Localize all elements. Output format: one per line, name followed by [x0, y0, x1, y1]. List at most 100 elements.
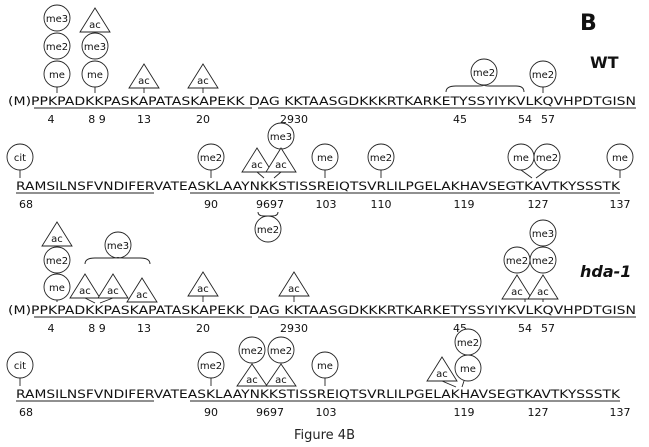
residue-number: 57: [541, 322, 555, 335]
residue-number: 45: [453, 113, 467, 126]
svg-text:me2: me2: [46, 42, 68, 53]
residue-number: 9697: [256, 406, 284, 419]
mark-circle: me2: [238, 336, 266, 364]
svg-text:me2: me2: [370, 153, 392, 164]
mark-triangle: ac: [128, 63, 160, 89]
svg-text:me: me: [49, 283, 65, 294]
residue-number: 137: [610, 198, 631, 211]
svg-text:ac: ac: [136, 290, 148, 301]
mark-triangle: ac: [187, 271, 219, 297]
residue-number: 9697: [256, 198, 284, 211]
mark-triangle: ac: [126, 277, 158, 303]
mark-circle: me2: [503, 246, 531, 274]
svg-text:ac: ac: [79, 286, 91, 297]
residue-number: 137: [610, 406, 631, 419]
residue-number: 8 9: [88, 322, 106, 335]
mark-triangle: ac: [187, 63, 219, 89]
mark-circle: me: [311, 143, 339, 171]
block-label-wt: WT: [590, 53, 619, 72]
range-bracket: [445, 84, 525, 93]
mark-circle: me2: [454, 328, 482, 356]
svg-text:me2: me2: [46, 256, 68, 267]
svg-text:me: me: [612, 153, 628, 164]
residue-numbers: 68 90 9697 103 119 127 137: [19, 406, 631, 419]
residue-number: 13: [137, 322, 151, 335]
mark-triangle: ac: [41, 221, 73, 247]
residue-numbers: 4 8 9 13 20 2930 45 54 57: [48, 113, 556, 126]
mark-triangle: ac: [241, 147, 273, 173]
mark-triangle: ac: [265, 363, 297, 387]
mark-circle: me2: [367, 143, 395, 171]
mark-circle: me2: [529, 60, 557, 88]
residue-number: 54: [518, 113, 532, 126]
residue-number: 127: [528, 406, 549, 419]
svg-text:me: me: [87, 70, 103, 81]
svg-text:ac: ac: [89, 20, 101, 31]
mark-triangle: ac: [97, 273, 129, 299]
range-bracket: [84, 256, 151, 265]
hda1-line-1: (M)PPKPADKKPASKAPATASKAPEKK DAG KKTAASGD…: [8, 219, 636, 335]
mark-triangle: ac: [501, 274, 533, 300]
mark-circle: cit: [6, 143, 34, 171]
sequence-text: RAMSILNSFVNDIFERVATEASKLAAYNKKSTISSREIQT…: [16, 387, 621, 401]
svg-text:me2: me2: [473, 68, 495, 79]
svg-text:me3: me3: [107, 241, 129, 252]
residue-numbers: 4 8 9 13 20 2930 45 54 57: [48, 322, 556, 335]
svg-text:ac: ac: [51, 234, 63, 245]
mark-triangle: ac: [69, 273, 101, 299]
mark-circle: me3: [104, 231, 132, 259]
mark-circle: me: [454, 354, 482, 382]
sequence-text: (M)PPKPADKKPASKAPATASKAPEKK DAG KKTAASGD…: [8, 303, 636, 317]
residue-number: 127: [528, 198, 549, 211]
svg-text:ac: ac: [138, 76, 150, 87]
residue-number: 4: [48, 113, 55, 126]
svg-text:me2: me2: [532, 70, 554, 81]
block-label-hda1: hda-1: [580, 262, 631, 281]
residue-number: 119: [454, 406, 475, 419]
svg-text:ac: ac: [288, 284, 300, 295]
wt-line-2: RAMSILNSFVNDIFERVATEASKLAAYNKKSTISSREIQT…: [6, 122, 634, 243]
mark-circle: cit: [6, 351, 34, 379]
mark-circle: me2: [197, 351, 225, 379]
mark-circle: me: [311, 351, 339, 379]
residue-number: 13: [137, 113, 151, 126]
mark-triangle: ac: [79, 7, 111, 33]
hda1-line-2: RAMSILNSFVNDIFERVATEASKLAAYNKKSTISSREIQT…: [6, 328, 631, 419]
svg-text:me: me: [317, 361, 333, 372]
sequence-text: RAMSILNSFVNDIFERVATEASKLAAYNKKSTISSREIQT…: [16, 179, 621, 193]
modification-marks: cit me2 me3 ac ac me2 me me2 me me2 me: [6, 122, 634, 243]
mark-circle: me2: [254, 215, 282, 243]
svg-text:ac: ac: [511, 287, 523, 298]
mark-triangle: ac: [527, 274, 559, 300]
svg-text:ac: ac: [275, 160, 287, 171]
mark-circle: me2: [267, 336, 295, 364]
residue-number: 68: [19, 406, 33, 419]
mark-circle: me2: [470, 58, 498, 86]
svg-text:me3: me3: [46, 14, 68, 25]
mark-circle: me: [507, 143, 535, 171]
residue-number: 2930: [280, 113, 308, 126]
svg-text:ac: ac: [537, 287, 549, 298]
svg-text:me: me: [317, 153, 333, 164]
svg-text:me2: me2: [200, 361, 222, 372]
svg-text:ac: ac: [436, 369, 448, 380]
residue-number: 8 9: [88, 113, 106, 126]
svg-text:ac: ac: [275, 375, 287, 386]
mark-circle: me3: [529, 219, 557, 247]
figure-caption: Figure 4B: [293, 428, 355, 443]
residue-number: 103: [316, 406, 337, 419]
mark-circle: me2: [43, 246, 71, 274]
residue-number: 57: [541, 113, 555, 126]
modification-marks: me3 me2 me ac me3 me ac ac me2 me2: [43, 4, 557, 93]
residue-number: 90: [204, 406, 218, 419]
svg-text:ac: ac: [107, 286, 119, 297]
residue-number: 54: [518, 322, 532, 335]
svg-text:me3: me3: [532, 229, 554, 240]
svg-text:me2: me2: [506, 256, 528, 267]
svg-text:me2: me2: [257, 225, 279, 236]
svg-text:me2: me2: [241, 346, 263, 357]
svg-text:me: me: [460, 364, 476, 375]
svg-text:ac: ac: [251, 160, 263, 171]
mark-triangle: ac: [236, 363, 268, 387]
